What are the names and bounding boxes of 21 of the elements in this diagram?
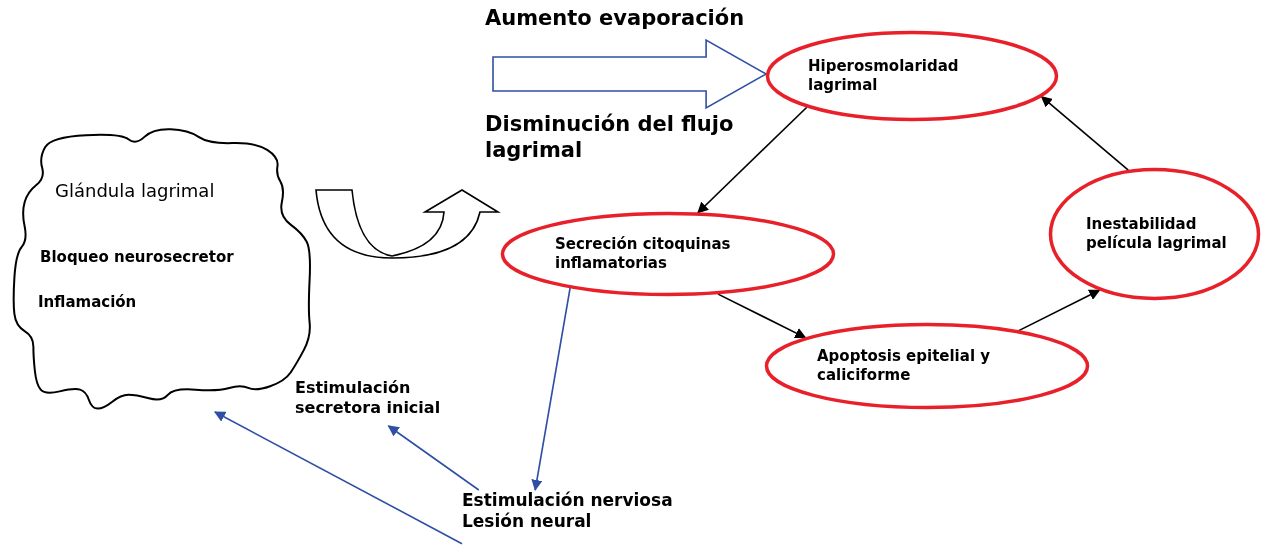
annotation-text: Lesión neural xyxy=(462,511,592,533)
node-label: Apoptosis epitelial y caliciforme xyxy=(817,346,992,386)
annotation-text: Aumento evaporación xyxy=(485,5,745,32)
gland-detail: Bloqueo neurosecretor xyxy=(40,248,234,266)
block-arrow xyxy=(492,38,768,110)
node-label: Secreción citoquinas inflamatorias xyxy=(555,234,732,274)
arrow xyxy=(1040,95,1130,171)
arrow xyxy=(717,293,807,339)
block-arrow xyxy=(315,189,499,259)
annotation-text: Disminución del flujo lagrimal xyxy=(485,111,735,164)
node-label: Hiperosmolaridad lagrimal xyxy=(808,56,960,96)
arrow xyxy=(697,106,808,214)
arrow xyxy=(1018,289,1101,332)
node-label: Inestabilidad película lagrimal xyxy=(1086,214,1228,254)
annotation-text: Estimulación secretora inicial xyxy=(295,378,442,418)
arrow xyxy=(387,425,480,491)
annotation-text: Estimulación nerviosa xyxy=(462,490,673,512)
gland-title: Glándula lagrimal xyxy=(55,180,215,201)
gland-detail: Inflamación xyxy=(38,293,137,311)
arrow xyxy=(214,411,463,545)
arrow xyxy=(531,287,571,492)
